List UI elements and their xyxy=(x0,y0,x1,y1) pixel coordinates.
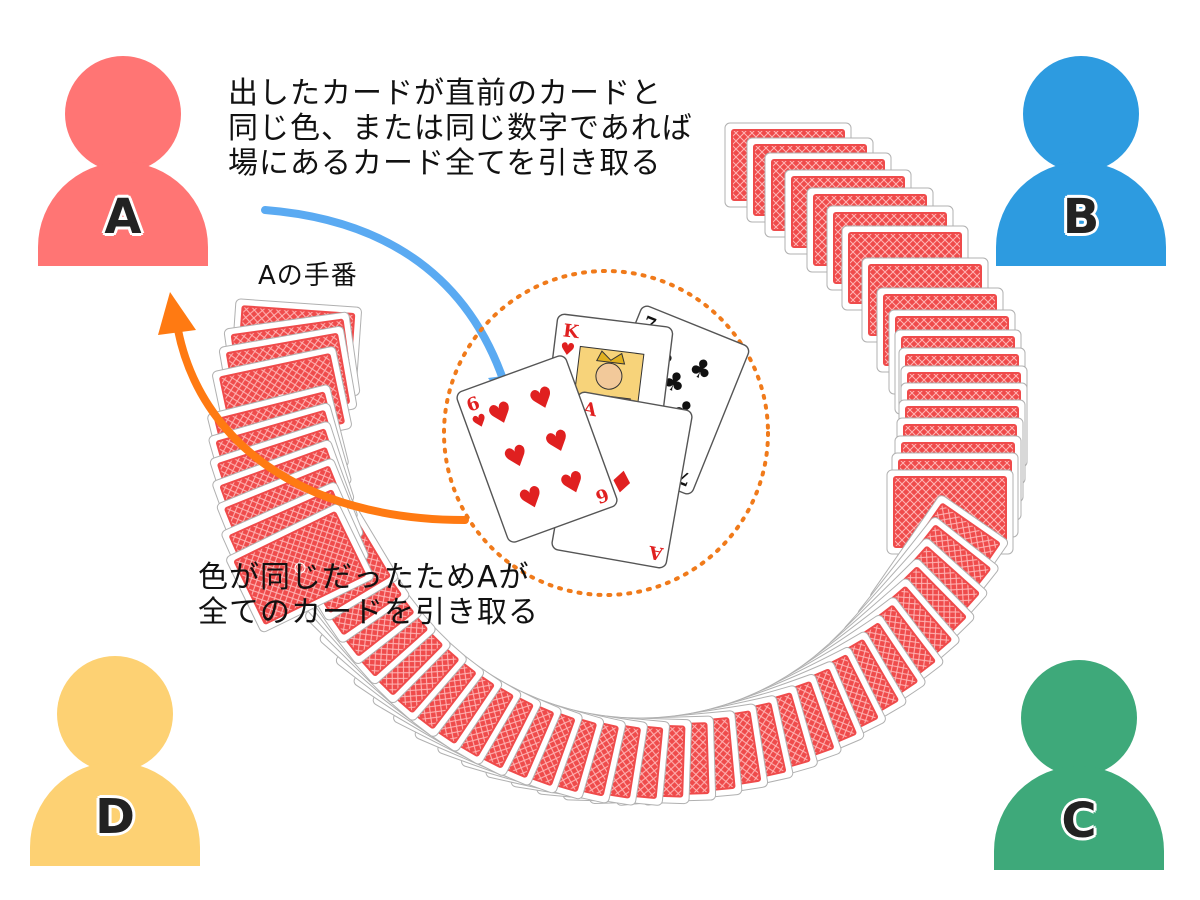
rule-line-1: 出したカードが直前のカードと xyxy=(228,76,662,111)
player-c: C xyxy=(994,660,1164,870)
result-line-1: 色が同じだったためAが xyxy=(198,560,530,595)
card-rank: K xyxy=(562,320,581,343)
rule-line-3: 場にあるカード全てを引き取る xyxy=(228,146,662,181)
card-suit-icon: ♥ xyxy=(559,339,577,361)
player-b: B xyxy=(996,56,1166,266)
player-c-label: C xyxy=(1061,793,1097,849)
player-b-head xyxy=(1023,56,1139,172)
result-text: 色が同じだったためAが 全てのカードを引き取る xyxy=(198,560,539,630)
card-6-heart: 6♥6♥♥♥♥♥♥ xyxy=(456,355,618,543)
discard-ring xyxy=(207,122,1028,806)
card-rank-bottom: A xyxy=(646,541,665,564)
player-b-label: B xyxy=(1062,189,1100,245)
current-pile: 7♣7♣♣♣♣♣♣♣K♥KA♦A♦6♥6♥♥♥♥♥♥ xyxy=(442,269,770,597)
take-arrow xyxy=(174,326,469,524)
take-arrowhead xyxy=(158,292,196,335)
player-d: D xyxy=(30,656,200,866)
player-d-head xyxy=(57,656,173,772)
player-a-label: A xyxy=(104,189,142,245)
turn-label: Aの手番 xyxy=(258,261,358,291)
result-line-2: 全てのカードを引き取る xyxy=(198,595,539,630)
player-c-head xyxy=(1021,660,1137,776)
player-d-label: D xyxy=(95,789,135,845)
card-back xyxy=(226,503,374,633)
card-suit-icon: ♥ xyxy=(469,410,490,434)
pile-circle xyxy=(442,269,770,597)
player-a-head xyxy=(65,56,181,172)
rule-line-2: 同じ色、または同じ数字であれば xyxy=(228,111,693,146)
player-a: A xyxy=(38,56,208,266)
rule-text: 出したカードが直前のカードと 同じ色、または同じ数字であれば 場にあるカード全て… xyxy=(228,76,693,181)
play-arrow xyxy=(261,206,509,389)
